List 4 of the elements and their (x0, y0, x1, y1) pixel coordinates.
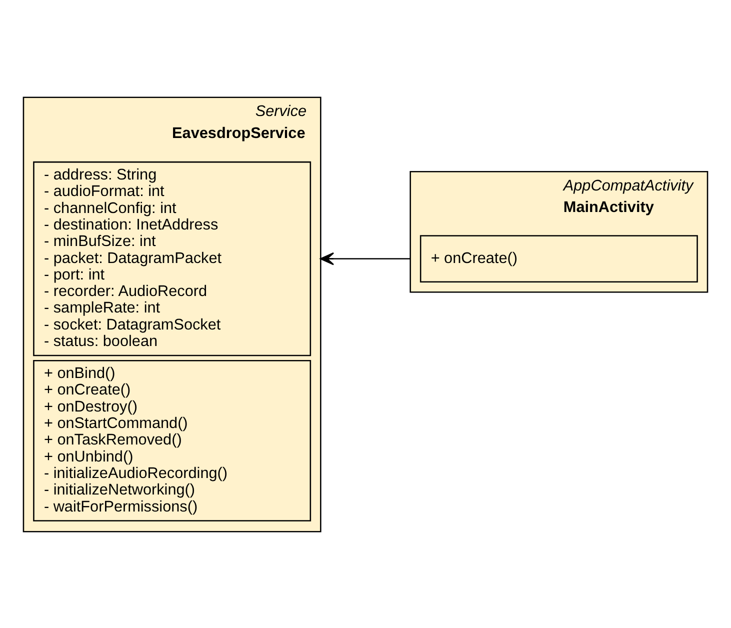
arrow (320, 252, 410, 265)
node-box: + onBind() + onCreate() + onDestroy() + onStartCommand() + onTaskRemoved() + onUnbind() - initializeAudioRecording() - initializeNetworking() - waitForPermissions() (33, 359, 312, 521)
node-box: + onCreate() (420, 234, 698, 282)
node-box: - address: String - audioFormat: int - channelConfig: int - destination: InetAddress - minBufSize: int - packet: DatagramPacket - port: int - recorder: AudioRecord - sampleRate: int - socket: DatagramSocket - status: boolean (33, 160, 312, 356)
